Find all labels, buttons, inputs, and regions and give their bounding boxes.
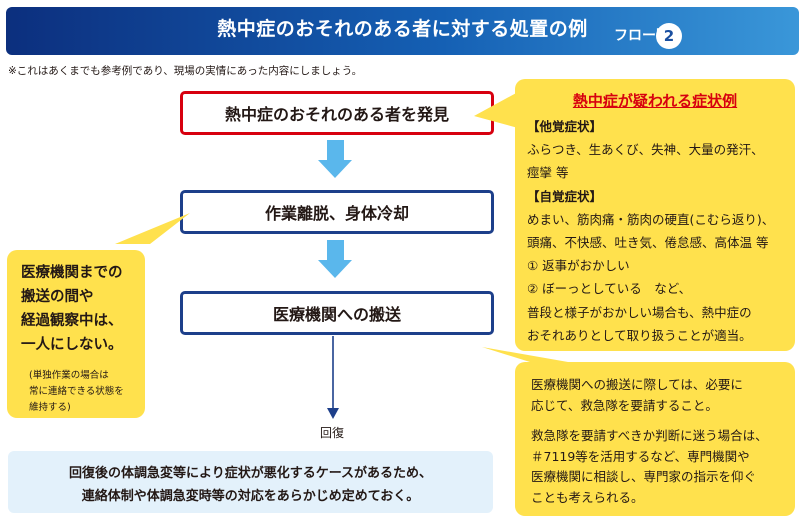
flow-step-transport-label: 医療機関への搬送 [272, 305, 401, 324]
left-callout: 医療機関までの 搬送の間や 経過観察中は、 一人にしない。 (単独作業の場合は … [7, 250, 145, 418]
flow-step-transport: 医療機関への搬送 [180, 291, 494, 335]
symptoms-callout-pointer [474, 92, 518, 128]
transport-callout-body: 医療機関への搬送に際しては、必要に 応じて、救急隊を要請すること。 救急隊を要請… [531, 375, 781, 508]
reference-note: ※これはあくまでも参考例であり、現場の実情にあった内容にしましょう。 [8, 65, 363, 77]
symptoms-line: 【自覚症状】 [527, 188, 603, 204]
symptoms-title: 熱中症が疑われる症状例 [572, 92, 738, 110]
symptoms-line: 普段と様子がおかしい場合も、熱中症の [527, 304, 752, 320]
flow-step-cooling: 作業離脱、身体冷却 [180, 190, 494, 234]
left-callout-line: 経過観察中は、 [21, 313, 123, 329]
symptoms-callout: 熱中症が疑われる症状例 【他覚症状】 ふらつき、生あくび、失神、大量の発汗、 痙… [515, 79, 795, 351]
flow-step-discover-label: 熱中症のおそれのある者を発見 [224, 105, 449, 124]
transport-callout-line: 応じて、救急隊を要請すること。 [531, 397, 718, 413]
transport-callout-line: ことも考えられる。 [531, 489, 644, 505]
flow-number-badge: 2 [656, 23, 682, 49]
page-title: 熱中症のおそれのある者に対する処置の例 [217, 18, 588, 40]
transport-callout-line: 救急隊を要請すべきか判断に迷う場合は、 [531, 428, 768, 443]
right-bottom-callout-pointer [482, 347, 568, 362]
flow-step-cooling-label: 作業離脱、身体冷却 [264, 204, 409, 223]
left-callout-line: 一人にしない。 [21, 337, 123, 353]
transport-callout-line: 医療機関に相談し、専門家の指示を仰ぐ [531, 469, 757, 484]
symptoms-line: ふらつき、生あくび、失神、大量の発汗、 [527, 142, 764, 158]
down-arrow-2-icon [318, 240, 352, 278]
bottom-note-line-1: 回復後の体調急変等により症状が悪化するケースがあるため、 [68, 466, 433, 481]
symptoms-line: めまい、筋肉痛・筋肉の硬直(こむら返り)、 [527, 211, 775, 227]
left-callout-main: 医療機関までの 搬送の間や 経過観察中は、 一人にしない。 [21, 261, 123, 357]
left-callout-line: 医療機関までの [21, 265, 123, 281]
flow-step-discover: 熱中症のおそれのある者を発見 [180, 91, 494, 135]
symptoms-line: 痙攣 等 [527, 165, 569, 181]
symptoms-line: おそれありとして取り扱うことが適当。 [527, 327, 752, 343]
left-callout-sub: (単独作業の場合は 常に連絡できる状態を 維持する) [29, 368, 124, 416]
transport-callout-line: 医療機関への搬送に際しては、必要に [531, 377, 743, 392]
recovery-label: 回復 [320, 426, 345, 440]
down-arrow-1-icon [318, 140, 352, 178]
left-callout-sub-line: 常に連絡できる状態を [29, 386, 124, 397]
bottom-note-line-2: 連絡体制や体調急変時等の対応をあらかじめ定めておく。 [81, 489, 420, 504]
title-banner: 熱中症のおそれのある者に対する処置の例 フロー図 2 [6, 7, 799, 55]
symptoms-line: ① 返事がおかしい [527, 258, 630, 274]
left-callout-sub-line: (単独作業の場合は [29, 370, 109, 381]
recovery-arrow-head-icon [327, 408, 339, 419]
symptoms-line: ② ぼーっとしている など、 [527, 281, 692, 297]
transport-callout: 医療機関への搬送に際しては、必要に 応じて、救急隊を要請すること。 救急隊を要請… [515, 362, 795, 516]
symptoms-body: 【他覚症状】 ふらつき、生あくび、失神、大量の発汗、 痙攣 等 【自覚症状】 め… [527, 115, 789, 347]
symptoms-line: 【他覚症状】 [527, 119, 603, 134]
left-callout-line: 搬送の間や [21, 289, 94, 305]
left-callout-sub-line: 維持する) [29, 402, 71, 413]
symptoms-line: 頭痛、不快感、吐き気、倦怠感、高体温 等 [527, 235, 769, 251]
bottom-note: 回復後の体調急変等により症状が悪化するケースがあるため、 連絡体制や体調急変時等… [8, 451, 493, 513]
transport-callout-line: ＃7119等を活用するなど、専門機関や [531, 448, 750, 464]
left-callout-pointer [115, 213, 190, 244]
